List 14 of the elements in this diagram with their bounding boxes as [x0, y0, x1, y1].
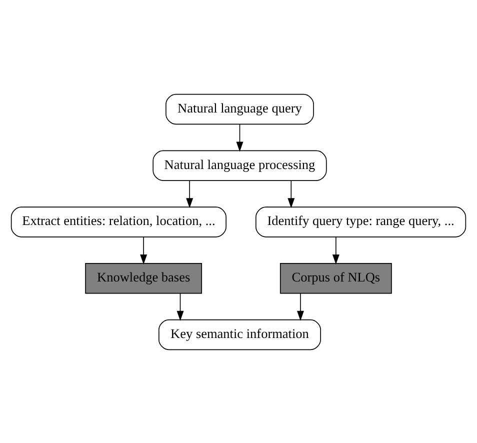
- node-box: Identify query type: range query, ...: [256, 206, 466, 237]
- arrow: [140, 236, 148, 264]
- arrow: [297, 292, 304, 320]
- node-box: Natural language processing: [152, 150, 327, 180]
- node-box: Key semantic information: [158, 318, 321, 350]
- arrow: [236, 123, 244, 152]
- arrow: [186, 180, 194, 208]
- arrow: [176, 292, 184, 320]
- node-box: Extract entities: relation, location, ...: [10, 206, 226, 237]
- arrow: [332, 236, 340, 264]
- node-box: Natural language query: [166, 93, 314, 124]
- node-box: Knowledge bases: [85, 262, 202, 294]
- arrow: [288, 180, 295, 208]
- node-box: Corpus of NLQs: [280, 262, 392, 294]
